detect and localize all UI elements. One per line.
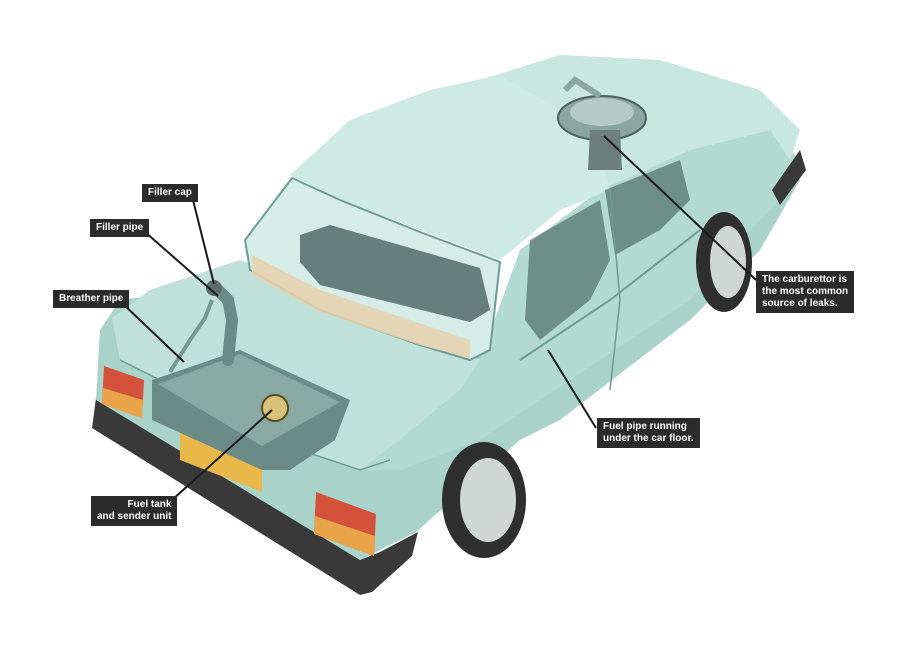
rear-seat xyxy=(300,225,490,322)
leader-line-carburettor xyxy=(603,135,757,281)
rear-side-window xyxy=(525,200,610,340)
label-fuel-pipe: Fuel pipe running under the car floor. xyxy=(597,418,700,448)
parcel-shelf xyxy=(252,255,470,358)
filler-pipe xyxy=(212,284,239,366)
roof xyxy=(290,75,610,260)
sender-unit xyxy=(261,394,289,422)
door-line xyxy=(609,189,621,391)
leader-line-fuel-pipe xyxy=(547,349,597,429)
door-line xyxy=(519,229,701,361)
tail-light-left-amber xyxy=(102,388,143,418)
leader-line-fuel-tank xyxy=(171,409,273,501)
label-carburettor: The carburettor is the most common sourc… xyxy=(756,271,855,313)
air-filter-top xyxy=(570,98,634,126)
front-bumper xyxy=(772,150,806,205)
leader-line-filler-cap xyxy=(191,195,215,285)
label-filler-cap: Filler cap xyxy=(142,184,198,202)
front-wheel xyxy=(710,226,746,298)
fuel-tank-top xyxy=(158,354,340,446)
filler-cap xyxy=(206,280,222,296)
label-breather-pipe: Breather pipe xyxy=(53,290,130,308)
label-fuel-tank: Fuel tank and sender unit xyxy=(91,496,178,526)
air-intake xyxy=(562,76,602,99)
front-side-window xyxy=(605,160,690,255)
trunk-deck xyxy=(112,260,480,470)
rear-wheel xyxy=(460,458,516,542)
breather-pipe xyxy=(168,299,214,374)
label-filler-pipe: Filler pipe xyxy=(90,219,150,237)
tail-light-right-amber xyxy=(314,516,375,556)
leader-line-filler-pipe xyxy=(144,231,219,297)
leader-line-breather-pipe xyxy=(121,302,185,363)
carburettor-body xyxy=(588,130,622,170)
